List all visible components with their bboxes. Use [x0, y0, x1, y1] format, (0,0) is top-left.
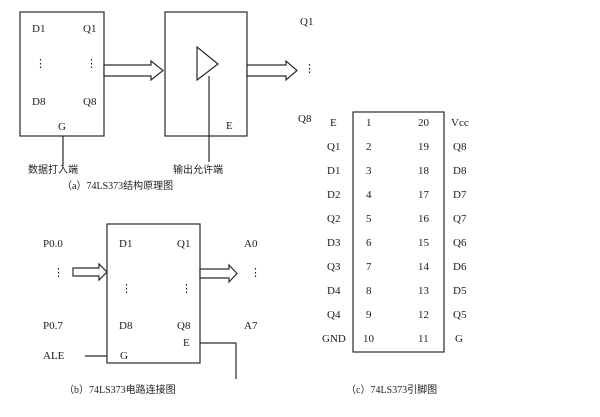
pin-name-left-4: D2: [327, 189, 341, 201]
pin-number-right-14: 14: [418, 261, 429, 273]
output-q8-label: Q8: [298, 113, 312, 125]
port-dots: ⋮: [53, 267, 64, 279]
pin-number-left-1: 1: [366, 117, 372, 129]
pin-name-left-10: GND: [322, 333, 346, 345]
pin-name-left-8: D4: [327, 285, 341, 297]
pin-number-left-7: 7: [366, 261, 372, 273]
pin-number-right-18: 18: [418, 165, 429, 177]
pin-name-right-17: D7: [453, 189, 467, 201]
latch-chip-b: [106, 223, 201, 364]
address-a0-label: A0: [244, 238, 258, 250]
chip-b-q8-label: Q8: [177, 320, 191, 332]
chip-b-q1-label: Q1: [177, 238, 191, 250]
pin-number-left-5: 5: [366, 213, 372, 225]
pin-name-left-7: Q3: [327, 261, 341, 273]
pin-number-right-11: 11: [418, 333, 429, 345]
pin-number-right-12: 12: [418, 309, 429, 321]
address-a7-label: A7: [244, 320, 258, 332]
latch-a-g-label: G: [58, 121, 66, 133]
bus-arrow-a-in: [103, 59, 164, 82]
port-p07-label: P0.7: [43, 320, 63, 332]
latch-a-d1-label: D1: [32, 23, 46, 35]
pin-name-right-16: Q7: [453, 213, 467, 225]
pin-name-right-19: Q8: [453, 141, 467, 153]
bus-arrow-b-in: [72, 262, 108, 282]
buffer-e-label: E: [226, 120, 233, 132]
latch-a-q1-label: Q1: [83, 23, 97, 35]
pin-name-right-18: D8: [453, 165, 467, 177]
pin-number-left-3: 3: [366, 165, 372, 177]
pin-name-left-3: D1: [327, 165, 341, 177]
bus-arrow-b-out: [199, 263, 238, 284]
bus-arrow-a-out: [246, 59, 298, 82]
output-dots: ⋮: [304, 63, 315, 75]
pin-number-left-4: 4: [366, 189, 372, 201]
latch-a-q8-label: Q8: [83, 96, 97, 108]
pin-name-left-6: D3: [327, 237, 341, 249]
output-enable-label: 输出允许端: [173, 165, 223, 176]
ale-label: ALE: [43, 350, 65, 362]
oe-line-b: [200, 342, 237, 379]
pin-number-right-17: 17: [418, 189, 429, 201]
data-input-label: 数据打入端: [28, 165, 78, 176]
pin-name-right-13: D5: [453, 285, 467, 297]
pin-number-right-16: 16: [418, 213, 429, 225]
pin-number-right-13: 13: [418, 285, 429, 297]
chip-b-d-dots: ⋮: [121, 283, 132, 295]
chip-b-g-label: G: [120, 350, 128, 362]
pin-number-left-2: 2: [366, 141, 372, 153]
chip-b-q-dots: ⋮: [181, 283, 192, 295]
caption-a: （a）74LS373结构原理图: [62, 181, 174, 192]
pin-number-left-9: 9: [366, 309, 372, 321]
chip-b-d1-label: D1: [119, 238, 133, 250]
pin-number-left-10: 10: [363, 333, 374, 345]
pin-name-right-14: D6: [453, 261, 467, 273]
chip-b-d8-label: D8: [119, 320, 133, 332]
pin-number-right-15: 15: [418, 237, 429, 249]
pin-name-left-9: Q4: [327, 309, 341, 321]
buffer-block-a: [164, 11, 248, 137]
pin-name-right-12: Q5: [453, 309, 467, 321]
latch-a-d-dots: ⋮: [35, 58, 46, 70]
pin-name-left-1: E: [330, 117, 337, 129]
pin-number-right-20: 20: [418, 117, 429, 129]
caption-c: （c）74LS373引脚图: [346, 385, 438, 396]
output-q1-label: Q1: [300, 16, 314, 28]
pin-name-right-11: G: [455, 333, 463, 345]
chip-b-e-label: E: [183, 337, 190, 349]
pinout-chip: [352, 111, 445, 353]
latch-a-d8-label: D8: [32, 96, 46, 108]
pin-number-right-19: 19: [418, 141, 429, 153]
pin-name-left-5: Q2: [327, 213, 341, 225]
latch-a-q-dots: ⋮: [86, 58, 97, 70]
pin-name-right-20: Vcc: [451, 117, 469, 129]
pin-number-left-8: 8: [366, 285, 372, 297]
address-dots: ⋮: [250, 267, 261, 279]
pin-number-left-6: 6: [366, 237, 372, 249]
pin-name-left-2: Q1: [327, 141, 341, 153]
buffer-triangle: [196, 45, 219, 82]
caption-b: （b）74LS373电路连接图: [64, 385, 176, 396]
port-p00-label: P0.0: [43, 238, 63, 250]
pin-name-right-15: Q6: [453, 237, 467, 249]
